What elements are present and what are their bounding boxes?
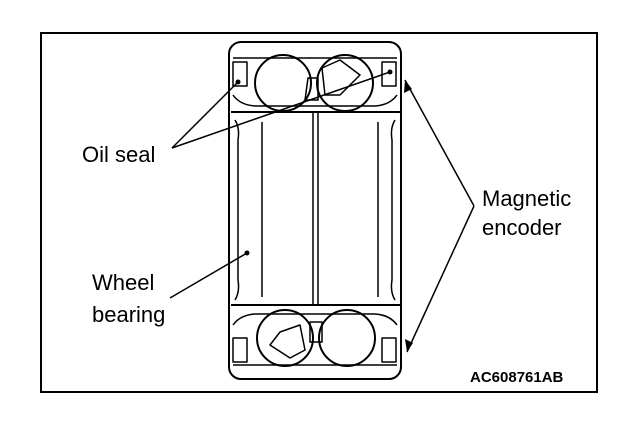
bottom-seal-right [381, 337, 397, 363]
oil-seal-leader-dot-a [235, 79, 241, 85]
encoder-arrow-bottom [405, 339, 413, 352]
wheel-bearing-label-line2: bearing [92, 302, 166, 327]
bottom-ball-right [318, 309, 376, 367]
top-ball-left [254, 54, 312, 112]
oil-seal-leader-dot-b [387, 69, 393, 75]
top-cage [304, 59, 361, 101]
bottom-race-outline [232, 313, 398, 366]
wheel-bearing-leader [169, 252, 248, 299]
bearing-inner-race [231, 111, 401, 306]
oil-seal-leader-b [171, 71, 391, 149]
figure-code: AC608761AB [470, 369, 564, 386]
encoder-leader-top [404, 79, 475, 207]
top-ball-right [316, 54, 374, 112]
bearing-inner-shape-right [390, 119, 396, 301]
encoder-arrow-top [404, 80, 412, 93]
oil-seal-label: Oil seal [82, 142, 156, 167]
top-seal-left [232, 61, 248, 87]
encoder-leader-bottom [406, 205, 475, 353]
bottom-ball-left [256, 309, 314, 367]
wheel-bearing-label-line1: Wheel [92, 270, 155, 295]
oil-seal-leader-a [171, 81, 239, 149]
bearing-outer-body [228, 41, 402, 380]
figure-frame [40, 32, 598, 393]
bearing-inner-shape [234, 119, 240, 301]
magnetic-encoder-label-line1: Magnetic [482, 186, 572, 211]
bottom-cage [269, 321, 323, 359]
bottom-seal-left [232, 337, 248, 363]
top-race-outline [232, 57, 398, 107]
magnetic-encoder-label-line2: encoder [482, 215, 562, 240]
wheel-bearing-leader-dot [244, 250, 250, 256]
